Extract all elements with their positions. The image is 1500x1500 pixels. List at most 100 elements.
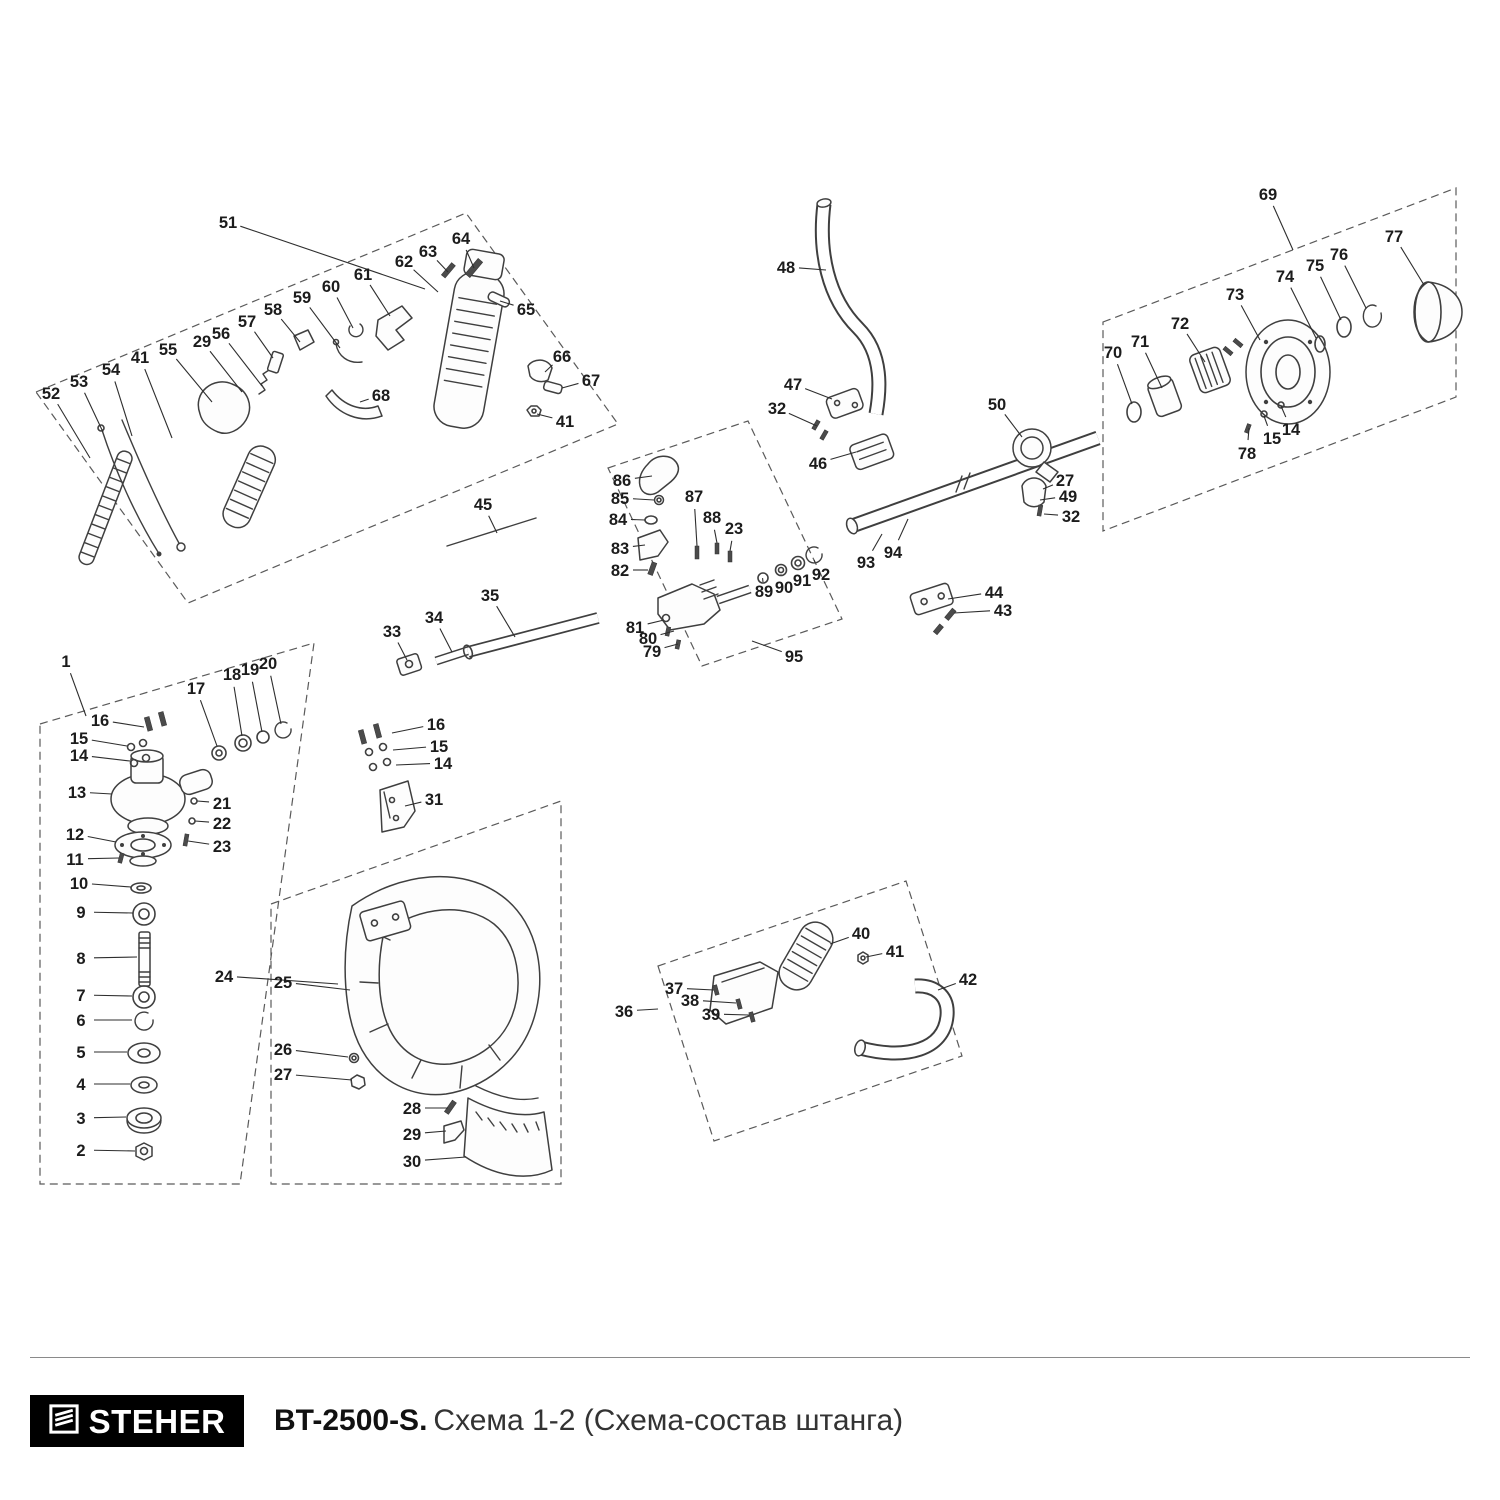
leader-line-41 xyxy=(536,413,553,419)
part-callout-36: 36 xyxy=(615,1003,633,1021)
box-rear-handle-assembly xyxy=(35,212,619,604)
part-callout-84: 84 xyxy=(609,511,628,529)
part-callout-9: 9 xyxy=(76,904,85,922)
art-guard xyxy=(344,875,553,1177)
part-callout-54: 54 xyxy=(102,361,121,379)
part-callout-55: 55 xyxy=(159,341,177,359)
leader-line-51 xyxy=(240,225,426,290)
leader-line-59 xyxy=(309,307,341,349)
part-callout-46: 46 xyxy=(809,455,827,473)
part-callout-90: 90 xyxy=(775,579,793,597)
part-callout-58: 58 xyxy=(264,301,282,319)
leader-line-48 xyxy=(798,267,827,271)
art-gear-head-bearings xyxy=(211,721,292,761)
part-callout-75: 75 xyxy=(1306,257,1324,275)
art-small-clamp-49 xyxy=(1021,477,1047,517)
part-callout-44: 44 xyxy=(985,584,1004,602)
part-callout-82: 82 xyxy=(611,562,629,580)
part-callout-40: 40 xyxy=(852,925,870,943)
part-callouts: 5163646261605958575629554154535265666768… xyxy=(42,186,1425,1171)
part-callout-15: 15 xyxy=(1263,430,1281,448)
leader-line-69 xyxy=(1272,205,1294,251)
leader-line-43 xyxy=(953,610,991,614)
leader-line-92 xyxy=(813,559,816,563)
leader-line-20 xyxy=(270,675,282,725)
part-callout-86: 86 xyxy=(613,472,631,490)
leader-line-17 xyxy=(199,700,218,747)
leader-line-2 xyxy=(93,1149,136,1152)
art-throttle-cable xyxy=(97,424,162,557)
leader-line-27 xyxy=(295,1074,353,1081)
leader-line-15 xyxy=(392,746,427,751)
part-callout-51: 51 xyxy=(219,214,237,232)
part-callout-23: 23 xyxy=(725,520,743,538)
part-callout-63: 63 xyxy=(419,243,437,261)
leader-line-55 xyxy=(175,358,213,403)
leader-line-16 xyxy=(112,721,145,728)
leader-line-62 xyxy=(413,269,439,293)
part-callout-85: 85 xyxy=(611,490,629,508)
leader-line-8 xyxy=(93,956,138,959)
art-handlebar-tube xyxy=(814,198,887,416)
diagram-subtitle: Схема 1-2 (Схема-состав штанга) xyxy=(433,1404,904,1437)
part-callout-7: 7 xyxy=(76,987,85,1005)
model-number: BT-2500-S. xyxy=(274,1404,428,1437)
leader-line-34 xyxy=(439,628,453,653)
leader-line-10 xyxy=(91,883,132,888)
part-callout-1: 1 xyxy=(61,653,70,671)
leader-line-56 xyxy=(228,342,263,387)
leader-line-87 xyxy=(694,508,698,547)
part-callout-33: 33 xyxy=(383,623,401,641)
leader-line-77 xyxy=(1400,246,1425,286)
leader-line-11 xyxy=(87,857,120,860)
part-callout-5: 5 xyxy=(76,1044,85,1062)
leader-line-45 xyxy=(488,515,498,534)
leader-line-63 xyxy=(436,260,449,273)
part-callout-69: 69 xyxy=(1259,186,1277,204)
leader-line-35 xyxy=(496,605,516,638)
part-callout-11: 11 xyxy=(66,851,83,869)
art-handlebar-clamp-lower xyxy=(849,433,895,471)
part-callout-31: 31 xyxy=(425,791,443,809)
art-cable-rod xyxy=(121,419,186,552)
art-throttle-screws xyxy=(661,542,733,650)
art-clutch-parts xyxy=(1126,281,1463,434)
part-callout-15: 15 xyxy=(70,730,88,748)
art-shaft-tube-long xyxy=(462,612,600,660)
leader-line-54 xyxy=(114,381,133,437)
art-handle-bail xyxy=(197,381,277,529)
leader-line-23 xyxy=(729,540,733,552)
leader-line-16 xyxy=(391,726,424,734)
part-callout-23: 23 xyxy=(213,838,231,856)
leader-line-26 xyxy=(295,1050,349,1058)
part-callout-72: 72 xyxy=(1171,315,1189,333)
part-callout-35: 35 xyxy=(481,587,499,605)
leader-line-31 xyxy=(404,801,422,807)
leader-line-42 xyxy=(937,982,956,991)
part-callout-14: 14 xyxy=(70,747,89,765)
part-callout-38: 38 xyxy=(681,992,699,1010)
art-spindle-shaft xyxy=(126,931,162,1161)
leader-line-36 xyxy=(636,1008,659,1011)
part-callout-2: 2 xyxy=(76,1142,85,1160)
part-callout-57: 57 xyxy=(238,313,256,331)
part-callout-94: 94 xyxy=(884,544,903,562)
leader-line-33 xyxy=(397,642,408,661)
dashed-assembly-boxes xyxy=(35,187,1457,1185)
part-callout-73: 73 xyxy=(1226,286,1244,304)
part-callout-22: 22 xyxy=(213,815,231,833)
leader-line-21 xyxy=(196,800,210,803)
leader-line-72 xyxy=(1186,333,1206,363)
part-callout-53: 53 xyxy=(70,373,88,391)
part-callout-29: 29 xyxy=(403,1126,421,1144)
leader-line-67 xyxy=(561,382,579,389)
part-callout-29: 29 xyxy=(193,333,211,351)
leader-line-37 xyxy=(686,988,715,991)
part-callout-18: 18 xyxy=(223,666,241,684)
leader-line-12 xyxy=(87,835,117,843)
leader-line-64 xyxy=(465,249,475,269)
leader-line-73 xyxy=(1240,305,1261,341)
part-callout-12: 12 xyxy=(66,826,84,844)
part-callout-15: 15 xyxy=(430,738,448,756)
